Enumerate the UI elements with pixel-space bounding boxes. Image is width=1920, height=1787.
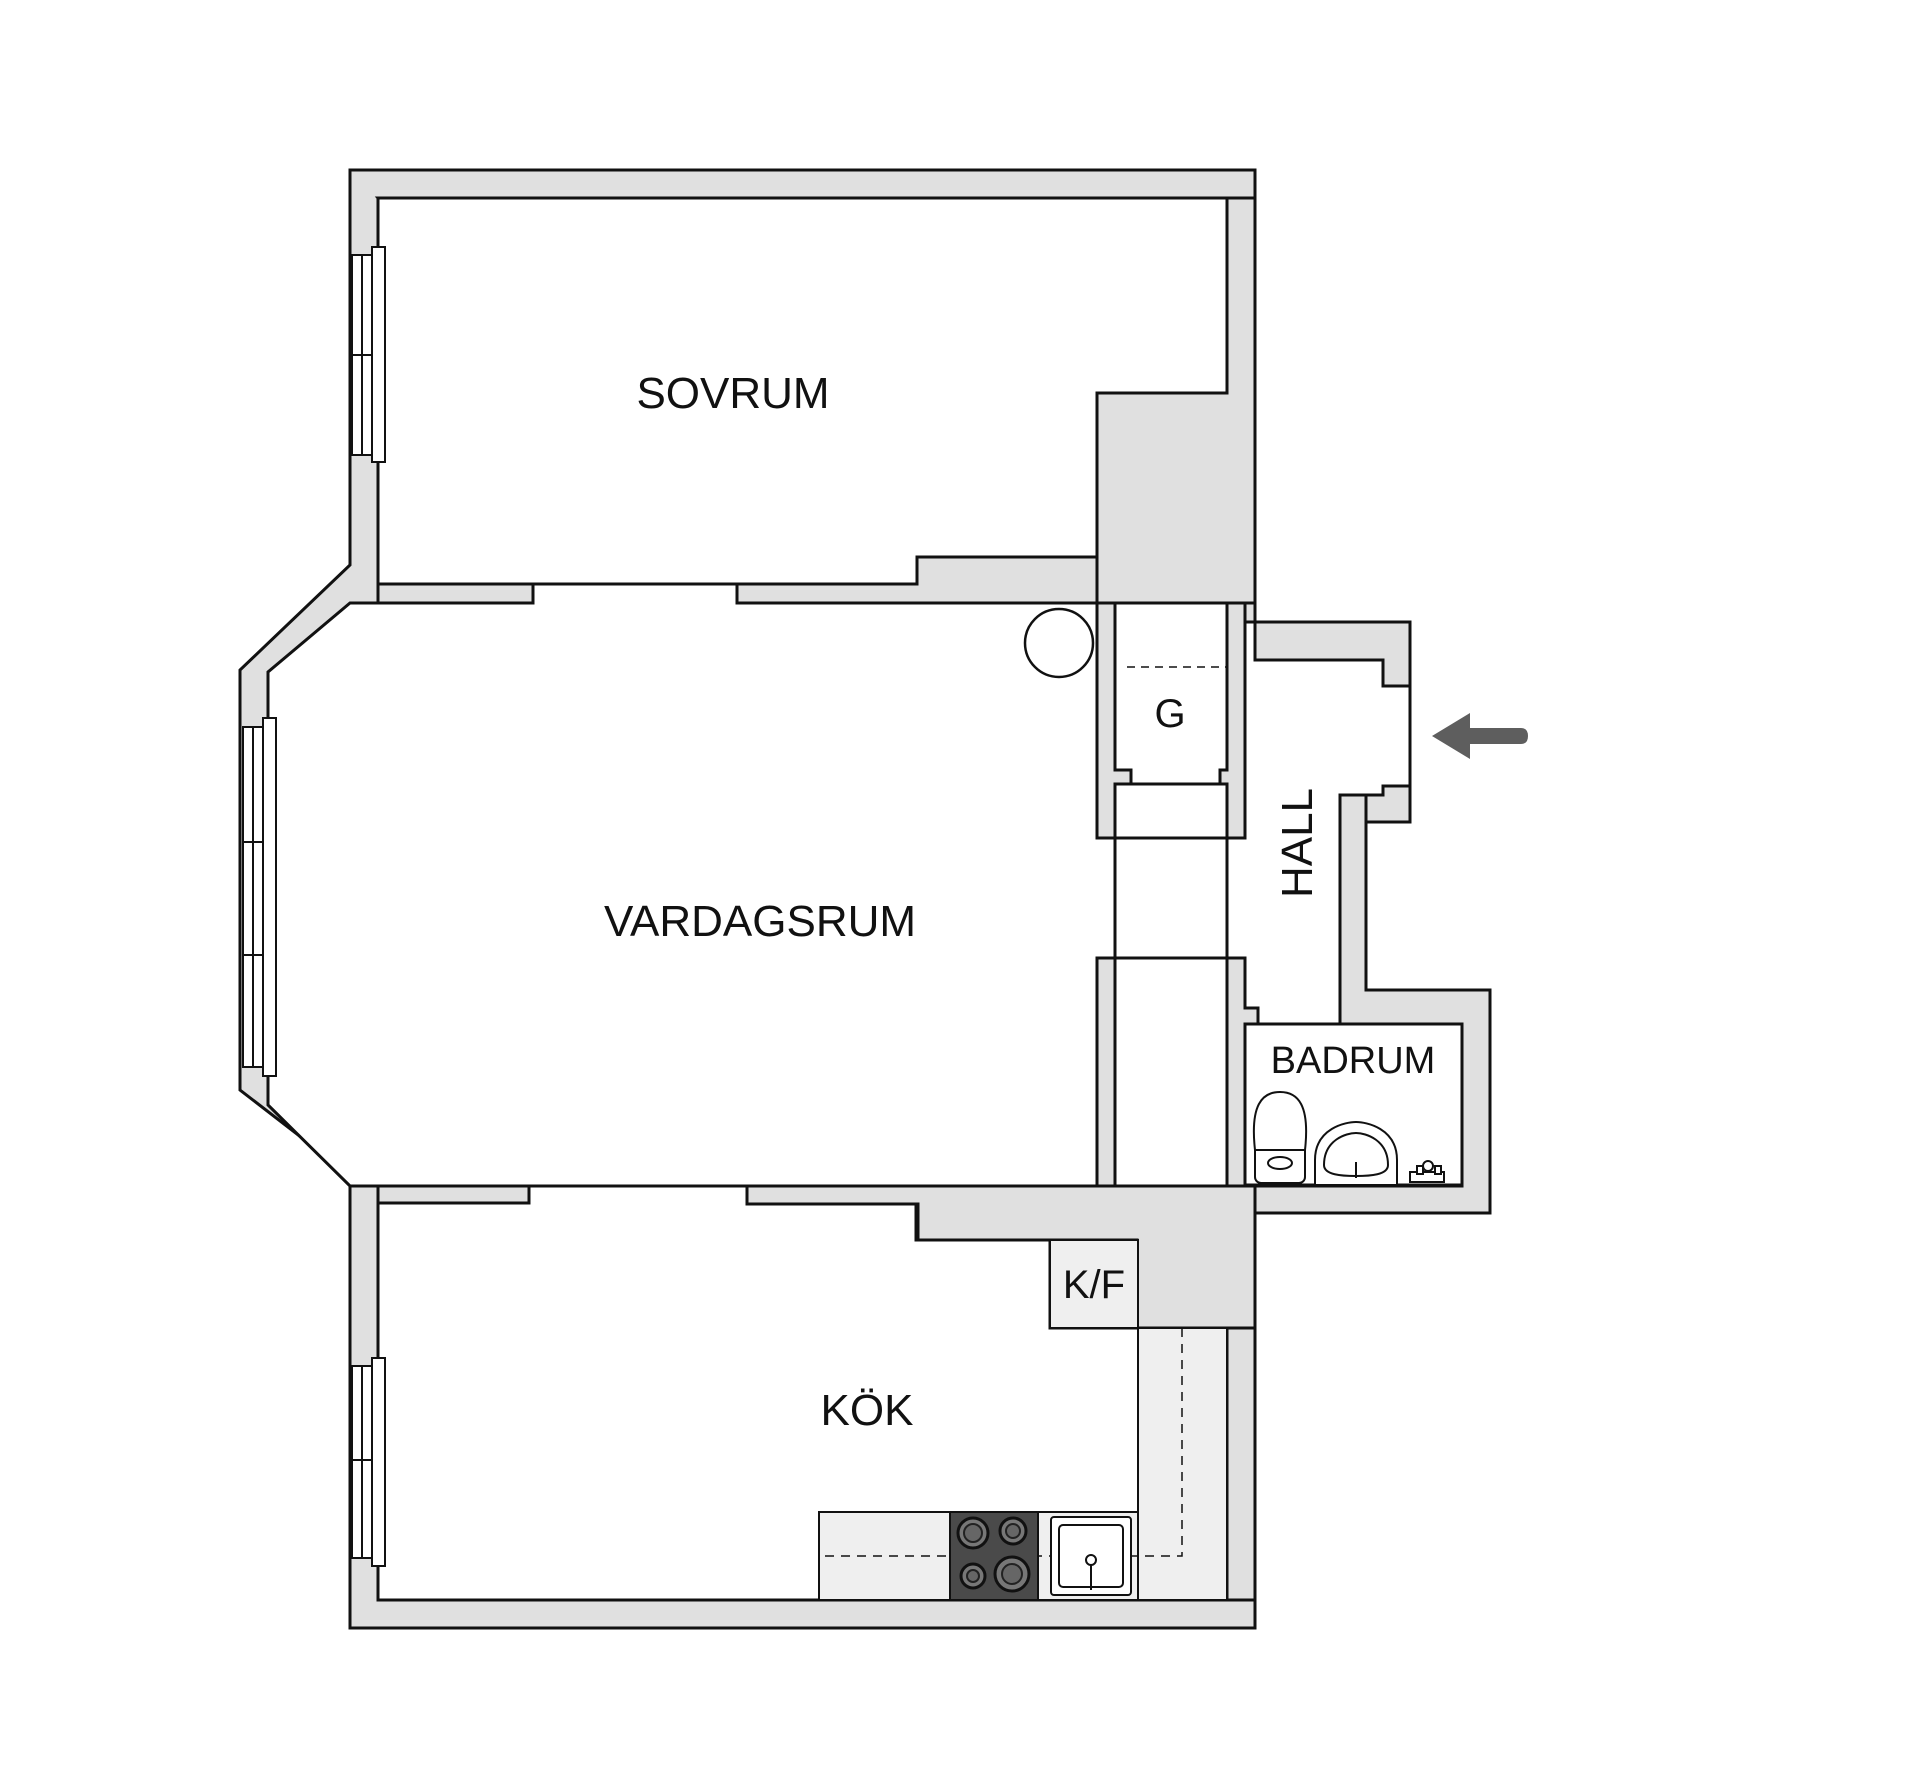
wall-entrance-top <box>1253 620 1412 688</box>
wall-badrum-left <box>1253 793 1492 1215</box>
counter-dash <box>819 1328 1183 1557</box>
washbasin-icon <box>1314 1120 1398 1186</box>
wall-kok-right <box>1225 1326 1257 1602</box>
entrance-arrow-icon <box>1432 713 1528 759</box>
faucet-icon <box>1409 1160 1445 1183</box>
kitchen-sink-icon <box>1050 1516 1132 1596</box>
toilet-icon <box>1252 1090 1308 1184</box>
wall-garderob-right <box>1218 601 1247 840</box>
wall-sovrum-vardag-2 <box>735 555 1099 605</box>
room-label-kok: KÖK <box>821 1386 914 1435</box>
room-label-hall: HALL <box>1273 788 1322 898</box>
room-label-sovrum: SOVRUM <box>636 369 829 418</box>
window-icon <box>351 1357 386 1567</box>
room-label-kyl-frys: K/F <box>1063 1263 1125 1307</box>
wall-sovrum-vardag <box>376 582 535 605</box>
vardagsrum-floor <box>266 582 1117 1205</box>
room-label-badrum: BADRUM <box>1271 1040 1436 1082</box>
wall-vardag-kok <box>376 1184 531 1205</box>
stove-icon <box>949 1511 1039 1601</box>
window-icon <box>351 246 386 463</box>
round-stove-icon <box>1023 607 1095 679</box>
wall-garderob-left <box>1095 601 1133 840</box>
room-label-vardagsrum: VARDAGSRUM <box>604 897 916 946</box>
kyl-frys-box <box>1049 1239 1139 1329</box>
room-label-garderob: G <box>1154 692 1185 736</box>
wall-hall-left <box>1095 956 1117 1188</box>
windows <box>242 246 386 1567</box>
window-icon <box>242 717 277 1077</box>
